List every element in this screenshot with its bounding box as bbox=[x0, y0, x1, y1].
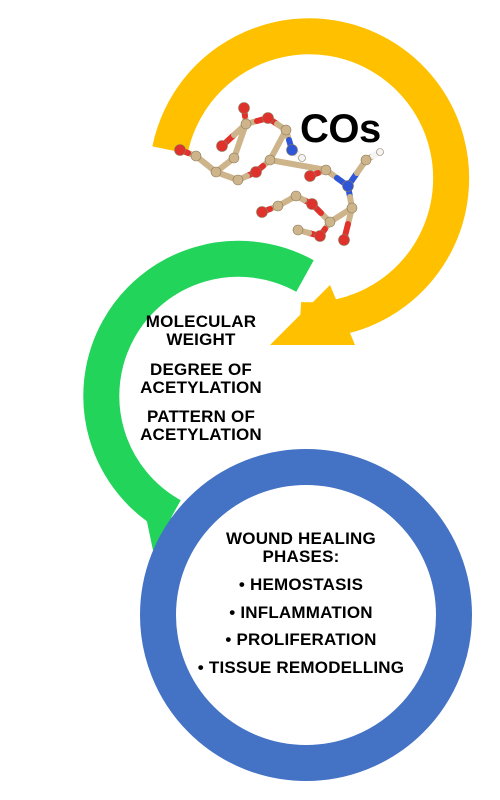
molecule-atom bbox=[238, 102, 250, 114]
molecule-atom bbox=[232, 174, 244, 186]
molecule-atom bbox=[240, 118, 252, 130]
molecule-atom bbox=[272, 200, 284, 212]
molecule-atom bbox=[342, 180, 354, 192]
molecule-atom bbox=[280, 124, 292, 136]
molecule-atom bbox=[228, 152, 240, 164]
property-degree-of-acetylation: DEGREE OF ACETYLATION bbox=[140, 359, 262, 397]
molecule-atom bbox=[216, 140, 228, 152]
molecule-atom bbox=[290, 190, 302, 202]
chitosan-oligomer-molecule-icon bbox=[174, 102, 384, 246]
phase-proliferation: • PROLIFERATION bbox=[225, 630, 377, 650]
molecule-atom bbox=[286, 144, 298, 156]
cos-label: COs bbox=[300, 107, 381, 151]
cos-ring bbox=[152, 18, 470, 345]
phase-inflammation: • INFLAMMATION bbox=[229, 602, 373, 622]
molecule-atom bbox=[250, 166, 262, 178]
molecule-atom bbox=[264, 154, 276, 166]
molecule-atom bbox=[304, 170, 316, 182]
molecule-atom bbox=[324, 216, 336, 228]
property-pattern-of-acetylation: PATTERN OF ACETYLATION bbox=[140, 407, 262, 445]
phase-tissue-remodelling: • TISSUE REMODELLING bbox=[197, 658, 405, 678]
phase-hemostasis: • HEMOSTASIS bbox=[238, 574, 364, 594]
molecule-atom bbox=[262, 112, 274, 124]
molecule-atom bbox=[360, 154, 372, 166]
molecule-atom bbox=[190, 150, 202, 162]
wound-healing-title: WOUND HEALING PHASES: bbox=[226, 529, 376, 566]
molecule-atom bbox=[298, 154, 306, 162]
property-molecular-weight: MOLECULAR WEIGHT bbox=[145, 312, 257, 349]
molecule-atom bbox=[256, 206, 268, 218]
molecule-atom bbox=[306, 198, 318, 210]
molecule-atom bbox=[210, 166, 222, 178]
molecule-atom bbox=[314, 230, 326, 242]
properties-text: MOLECULAR WEIGHT DEGREE OF ACETYLATION P… bbox=[112, 313, 290, 444]
molecule-atom bbox=[174, 144, 186, 156]
molecule-atom bbox=[346, 202, 358, 214]
molecule-atom bbox=[338, 234, 350, 246]
wound-healing-ring bbox=[140, 449, 472, 781]
molecule-atom bbox=[320, 164, 332, 176]
molecule-atom bbox=[376, 148, 384, 156]
wound-healing-text: WOUND HEALING PHASES: • HEMOSTASIS • INF… bbox=[196, 530, 406, 677]
molecule-atom bbox=[292, 224, 304, 236]
